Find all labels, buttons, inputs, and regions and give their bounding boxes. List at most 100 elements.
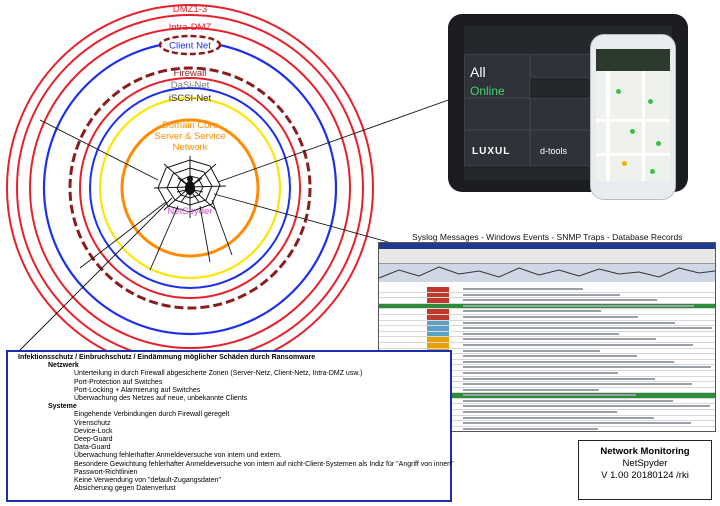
tablet-all-label: All: [470, 64, 486, 80]
severity-cell: [427, 337, 449, 342]
log-row: [379, 298, 715, 304]
log-text: [463, 321, 675, 324]
ring-dasi-net: [79, 77, 301, 299]
log-traffic-graph: [379, 264, 715, 282]
client-net-marker: [158, 34, 222, 56]
network-heading: Netzwerk: [48, 362, 79, 370]
tablet-tile: [464, 54, 530, 98]
log-text: [463, 349, 600, 352]
log-row: [379, 303, 715, 310]
severity-cell: [427, 331, 449, 337]
ransomware-protection-box: Infektionsschutz / Einbruchschutz / Eind…: [6, 350, 454, 502]
syslog-caption: Syslog Messages - Windows Events - SNMP …: [412, 232, 683, 242]
log-titlebar: [379, 243, 715, 249]
log-text: [463, 366, 711, 369]
systems-item: Besondere Gewichtung fehlerhafter Anmeld…: [74, 460, 454, 468]
tablet-brand-dtools: d-tools: [540, 146, 568, 156]
spider-icon: [176, 176, 204, 203]
log-row: [379, 337, 715, 343]
log-text: [463, 343, 693, 346]
log-text: [463, 310, 601, 313]
log-text: [463, 416, 654, 419]
log-text: [463, 388, 599, 391]
log-row: [379, 326, 715, 332]
phone-map-screen: [596, 49, 670, 181]
systems-item: Passwort-Richtlinien: [74, 468, 138, 476]
severity-cell: [427, 320, 449, 326]
log-row: [379, 320, 715, 327]
monitor-name: NetSpyder: [622, 458, 668, 469]
map-pin-icon: [616, 89, 621, 94]
label-firewall: Firewall: [174, 68, 207, 79]
severity-cell: [427, 292, 449, 298]
ring-firewall: [68, 66, 312, 310]
systems-item: Eingehende Verbindungen durch Firewall g…: [74, 411, 230, 419]
map-road: [596, 153, 670, 156]
label-dmz: DMZ1-3: [173, 4, 207, 15]
log-text: [463, 405, 710, 408]
log-text: [463, 338, 656, 341]
label-spider: NetSpyder: [168, 206, 213, 217]
network-item: Überwachung des Netzes auf neue, unbekan…: [74, 395, 248, 403]
log-toolbar: [379, 249, 715, 264]
log-text: [463, 377, 655, 380]
severity-cell: [427, 298, 449, 303]
monitor-title: Network Monitoring: [600, 446, 690, 457]
map-road: [596, 119, 670, 122]
map-pin-icon: [650, 169, 655, 174]
severity-cell: [427, 309, 449, 314]
log-text: [463, 332, 619, 335]
log-text: [463, 411, 617, 414]
monitoring-threads: [19, 97, 455, 351]
tablet-tile: [464, 98, 530, 130]
log-row: [379, 287, 715, 293]
log-text: [463, 360, 674, 363]
systems-item: Data-Guard: [74, 444, 111, 452]
ring-core: [120, 118, 260, 258]
systems-heading: Systeme: [48, 403, 77, 411]
log-text: [463, 399, 673, 402]
log-text: [463, 299, 657, 302]
log-text: [463, 355, 637, 358]
label-intra-dmz: Intra-DMZ: [169, 22, 212, 33]
log-row: [379, 331, 715, 338]
monitor-version: V 1.00 20180124 /rki: [601, 470, 689, 481]
label-core-line2: Server & Service: [154, 131, 225, 142]
log-text: [463, 288, 583, 290]
phone-header: [596, 49, 670, 71]
map-road: [606, 71, 610, 181]
network-item: Port-Locking + Alarmierung auf Switches: [74, 386, 201, 394]
tablet-tile: [530, 54, 594, 78]
log-row: [379, 342, 715, 349]
log-text: [463, 293, 620, 296]
log-text: [463, 383, 692, 386]
systems-item: Überwachung fehlerhafter Anmeldeversuche…: [74, 452, 282, 460]
tablet-online-label: Online: [470, 84, 505, 98]
log-text: [463, 304, 694, 307]
phone-device-image: [590, 34, 676, 200]
systems-item: Absicherung gegen Datenverlust: [74, 485, 176, 493]
log-text: [463, 422, 691, 425]
systems-item: Keine Verwendung von "default-Zugangsdat…: [74, 477, 222, 485]
ring-iscsi-net: [98, 96, 282, 280]
map-road: [642, 71, 645, 181]
network-monitoring-box: Network Monitoring NetSpyder V 1.00 2018…: [578, 440, 712, 500]
map-pin-icon: [630, 129, 635, 134]
label-client-net: Client Net: [169, 41, 211, 52]
tablet-tile: [530, 130, 594, 166]
severity-cell: [427, 326, 449, 331]
ring-dasi-inner: [89, 87, 291, 289]
tablet-brand-luxul: LUXUL: [472, 146, 511, 157]
systems-item: Device-Lock: [74, 427, 113, 435]
log-text: [463, 427, 598, 430]
label-dasi-net: DaSi-Net: [171, 80, 210, 91]
log-row: [379, 309, 715, 315]
systems-item: Deep-Guard: [74, 436, 113, 444]
network-item: Port-Protection auf Switches: [74, 378, 163, 386]
tablet-tile: [530, 98, 594, 130]
label-core-line3: Network: [173, 142, 208, 153]
map-pin-icon: [656, 141, 661, 146]
log-text: [463, 394, 636, 397]
map-pin-icon: [648, 99, 653, 104]
log-text: [463, 327, 712, 330]
